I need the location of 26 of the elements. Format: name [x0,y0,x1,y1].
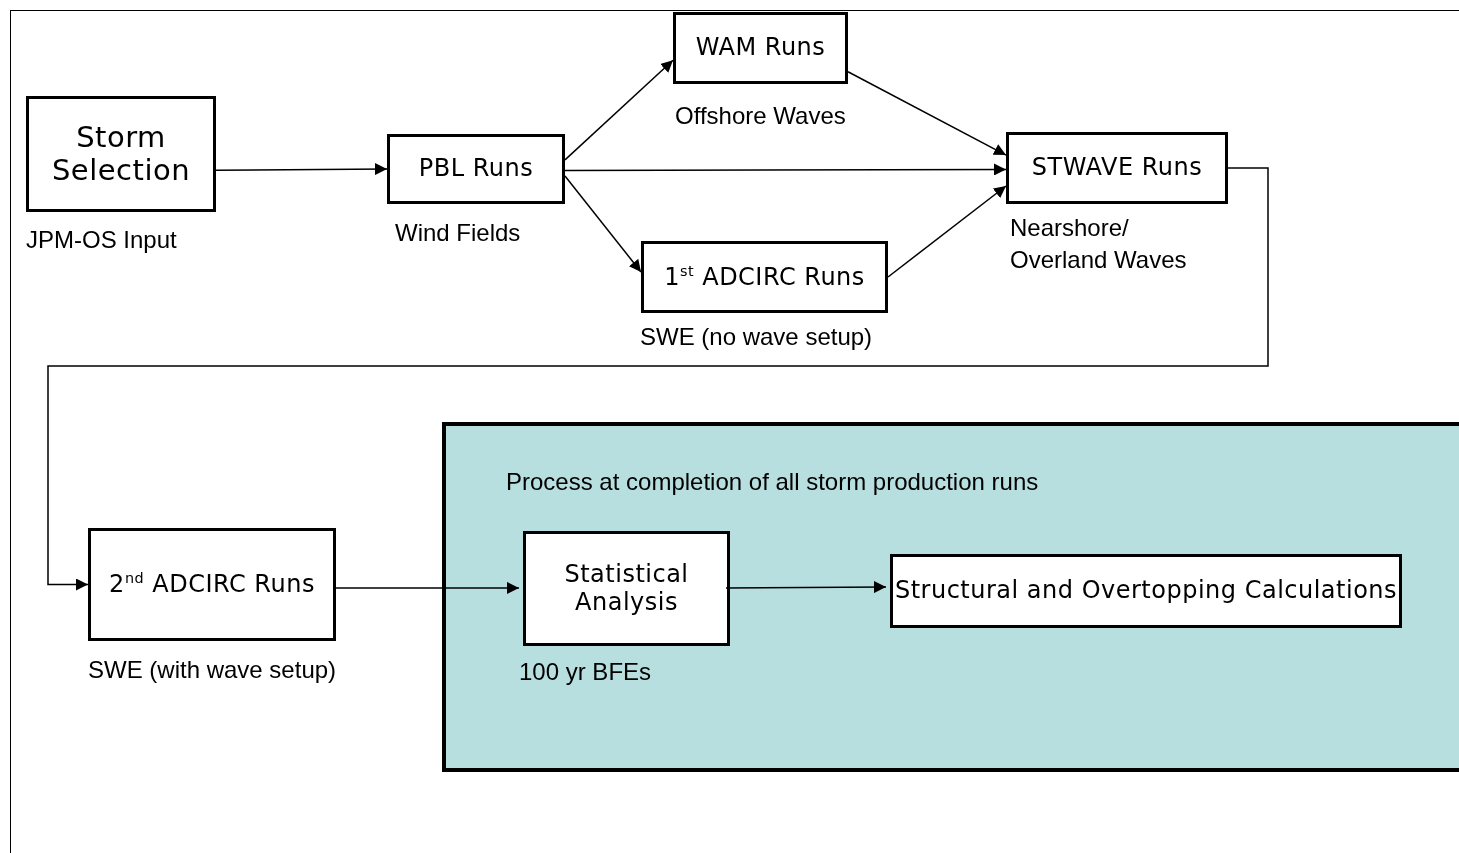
process-panel [442,422,1459,772]
node-caption: SWE (with wave setup) [88,655,337,685]
process-box: Structural and Overtopping Calculations [890,554,1402,628]
node-caption: JPM-OS Input [26,225,177,255]
arrow [564,175,642,273]
arrow [335,581,520,594]
process-box: WAM Runs [673,12,848,84]
node-caption: 100 yr BFEs [519,657,652,687]
process-box: Storm Selection [26,96,216,212]
node-caption: Nearshore/ Overland Waves [1010,213,1188,276]
panel-heading: Process at completion of all storm production runs [506,468,1039,496]
process-box: PBL Runs [387,134,565,204]
arrow [47,167,1269,591]
process-box: Statistical Analysis [523,531,730,646]
arrow [847,71,1007,156]
arrow [725,581,887,594]
node-caption: Wind Fields [395,218,521,248]
process-box: STWAVE Runs [1006,132,1228,204]
process-box: 1$^{st}$ ADCIRC Runs [641,241,888,313]
arrow [564,163,1007,176]
node-caption: SWE (no wave setup) [640,322,873,352]
node-caption: Offshore Waves [675,101,846,131]
arrow [564,59,674,161]
process-box: 2$^{nd}$ ADCIRC Runs [88,528,336,641]
arrow [887,185,1007,278]
arrow [215,163,388,176]
